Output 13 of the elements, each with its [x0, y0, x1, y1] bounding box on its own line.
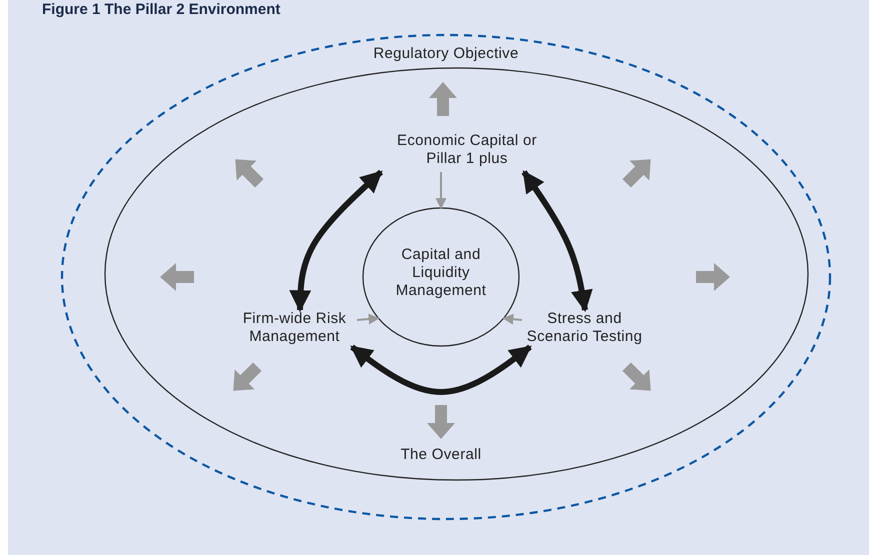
arrow	[522, 170, 593, 312]
node-label: Stress and Scenario Testing	[526, 310, 644, 346]
ellipse-label: Capital and Liquidity Management	[394, 246, 488, 300]
figure-title: Figure 1 The Pillar 2 Environment	[42, 1, 280, 18]
arrow	[436, 172, 446, 210]
ellipse-label: The Overall	[400, 446, 482, 464]
arrow	[356, 314, 380, 325]
arrow	[289, 170, 384, 312]
node-label: Economic Capital or Pillar 1 plus	[396, 132, 538, 168]
ellipse-label: Regulatory Objective	[372, 45, 520, 63]
arrow	[502, 314, 522, 325]
arrow	[350, 344, 532, 395]
node-label: Firm-wide Risk Management	[242, 310, 348, 346]
